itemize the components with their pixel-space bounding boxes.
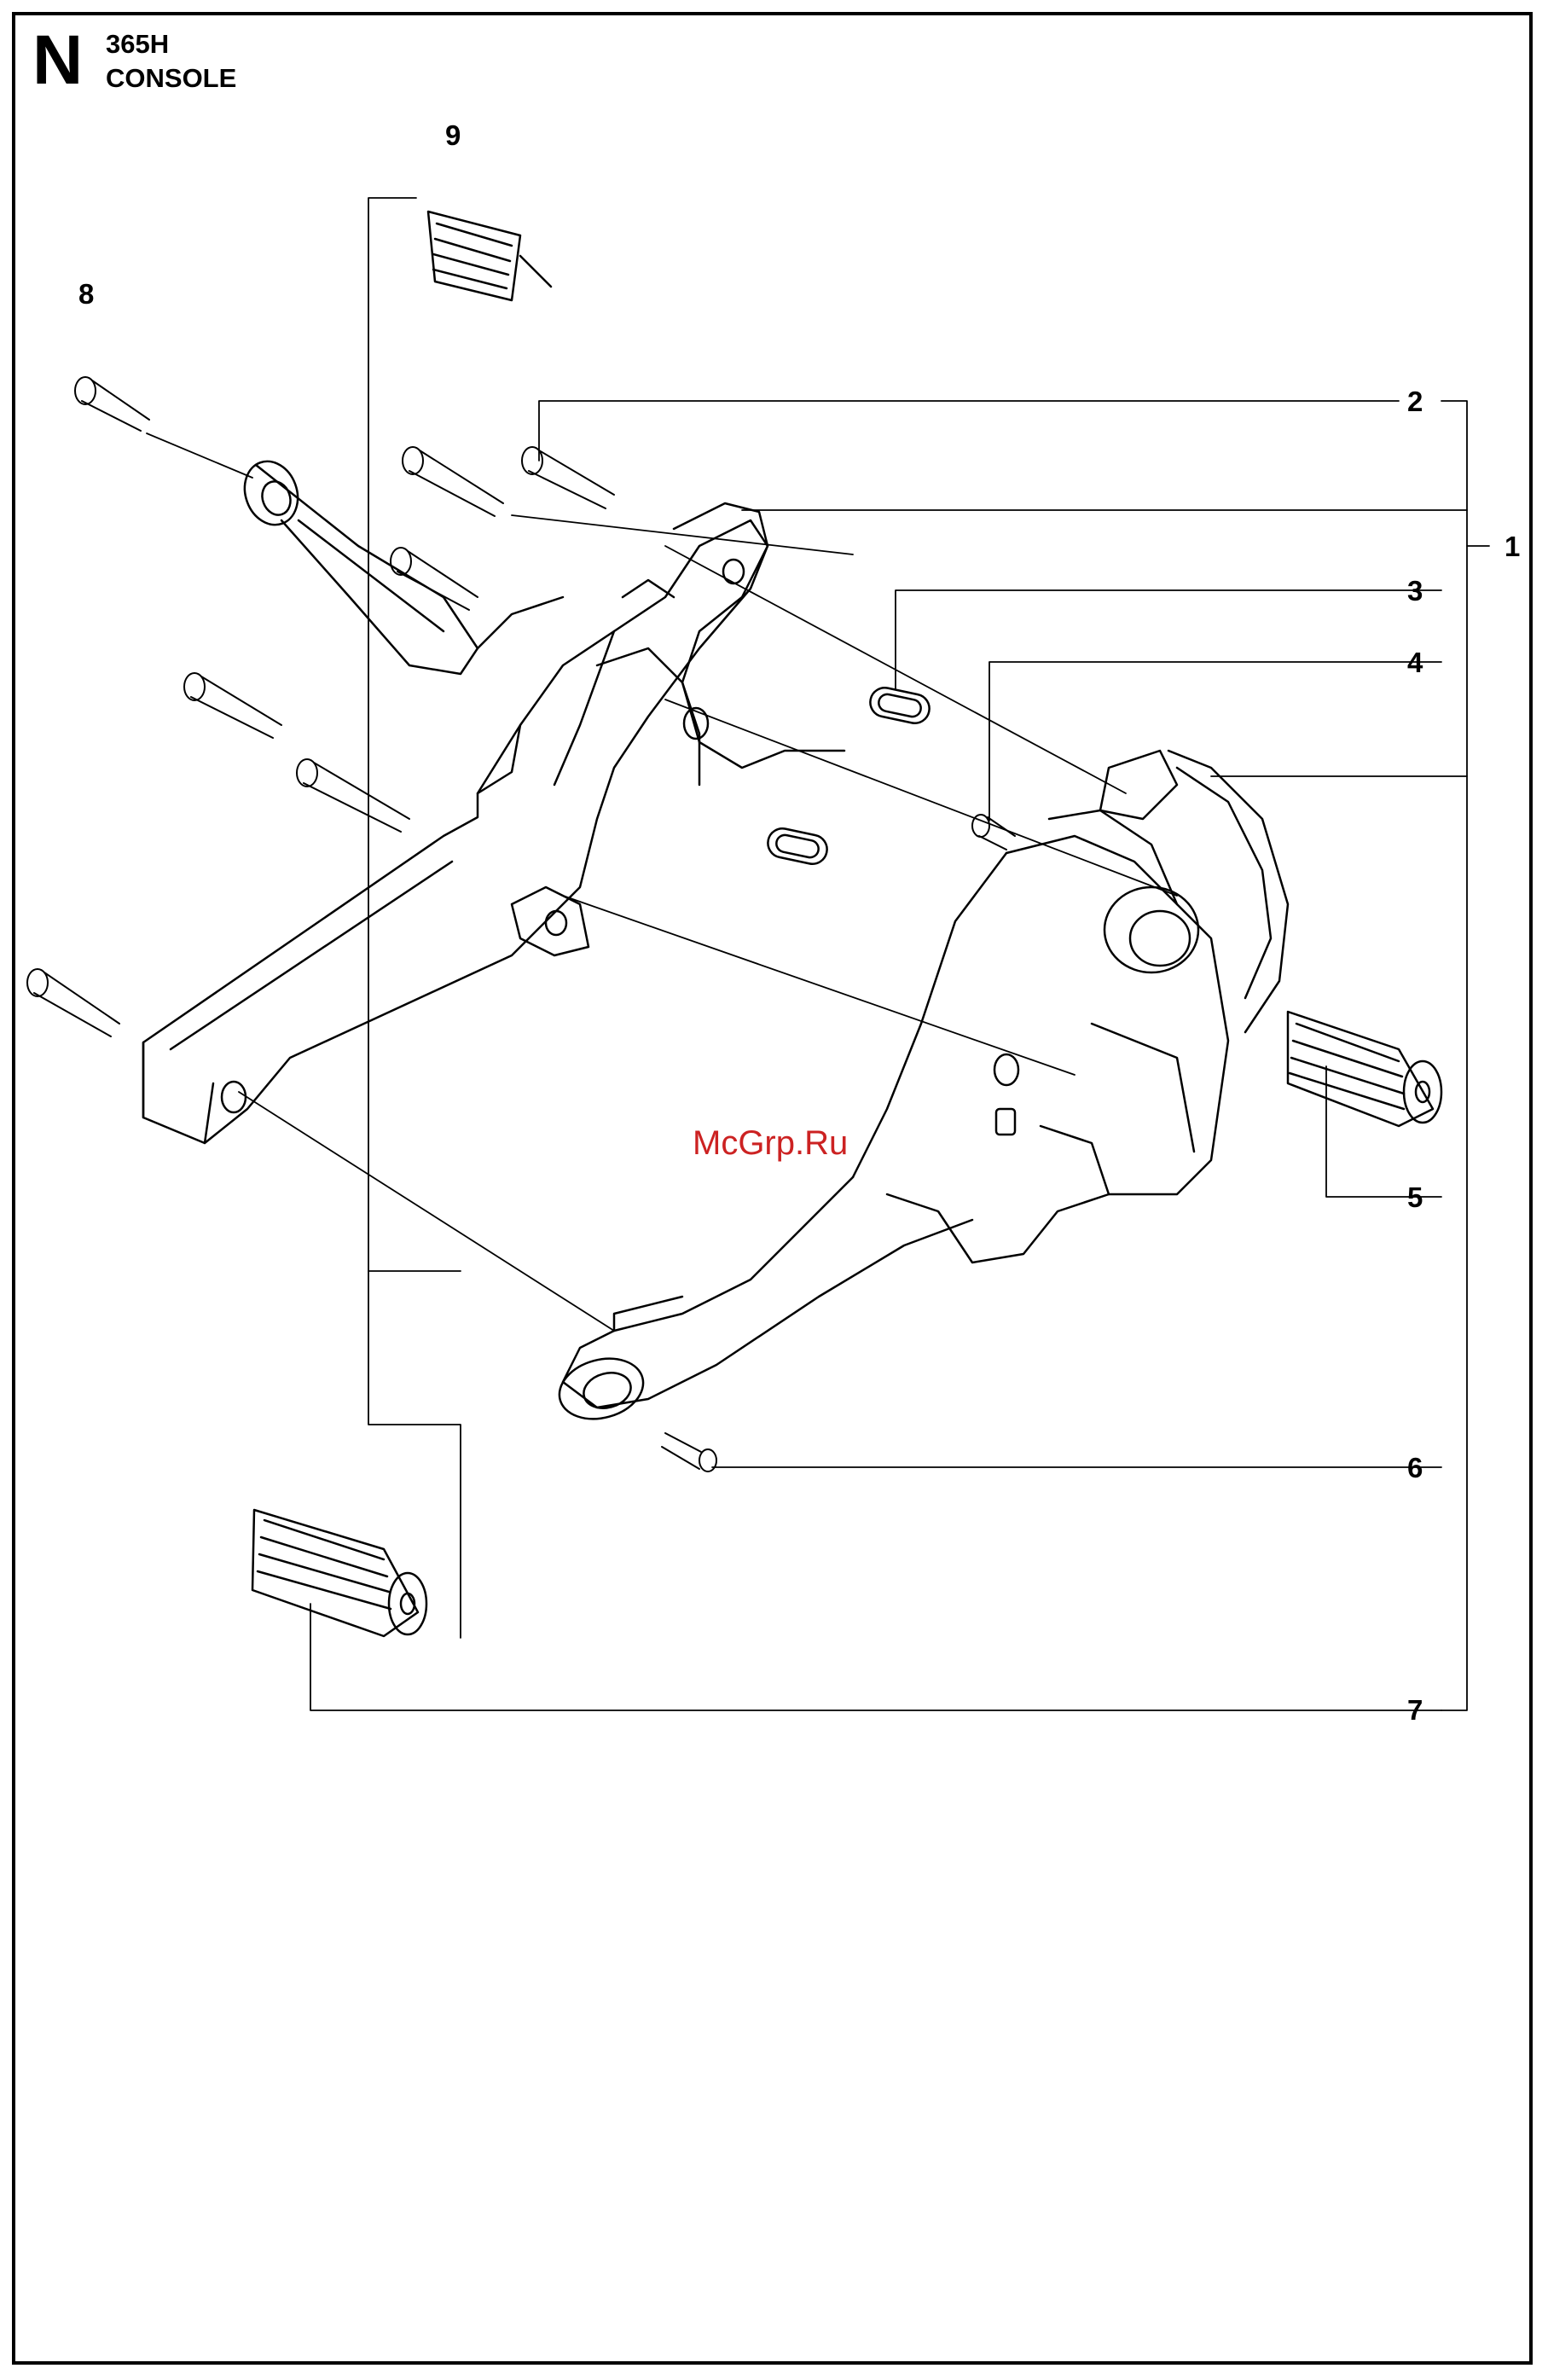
callout-1: 1 — [1505, 532, 1520, 560]
callout-2: 2 — [1407, 387, 1423, 415]
spring-damper-5 — [1288, 1012, 1441, 1126]
callout-5: 5 — [1407, 1183, 1423, 1211]
callout-7: 7 — [1407, 1696, 1423, 1724]
console-front-arm — [553, 1177, 972, 1428]
leader-lines — [147, 198, 1489, 1710]
callout-8: 8 — [78, 280, 94, 308]
callout-6: 6 — [1407, 1454, 1423, 1482]
watermark-text: McGrp.Ru — [693, 1124, 848, 1163]
callout-3: 3 — [1407, 577, 1423, 605]
spring-damper-7 — [252, 1510, 426, 1636]
console-upper-link — [236, 454, 563, 674]
callout-4: 4 — [1407, 648, 1423, 676]
spring-damper-9 — [428, 212, 551, 300]
console-center-web — [512, 560, 744, 955]
callout-9: 9 — [445, 121, 461, 149]
screws — [27, 377, 1015, 1472]
grommet-upper — [867, 685, 932, 726]
grommet-lower — [765, 826, 830, 867]
